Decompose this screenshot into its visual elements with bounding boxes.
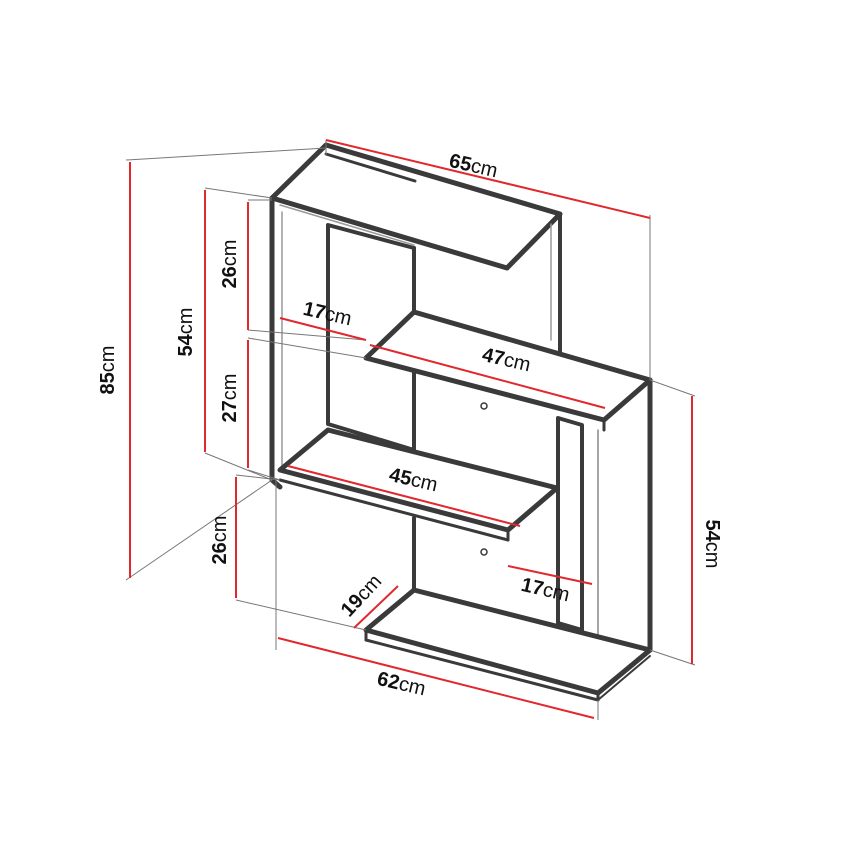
dim-line-17-upper [279, 317, 367, 341]
dim-line-65 [325, 139, 651, 219]
dim-label-54-right: 54cm [701, 520, 723, 569]
dim-line-17-lower [507, 565, 593, 585]
shelf-unit [269, 142, 653, 702]
dim-label-19: 19cm [337, 571, 386, 622]
dim-line-47 [369, 344, 606, 409]
dim-label-65: 65cm [447, 150, 500, 182]
mounting-hole-upper [480, 402, 488, 410]
middle-lower-shelf [277, 427, 560, 542]
dimension-lines [129, 139, 693, 719]
dim-label-62: 62cm [375, 668, 428, 700]
dim-label-26-upper: 26cm [219, 240, 241, 289]
dim-line-62 [277, 637, 595, 719]
dim-label-26-lower: 26cm [209, 516, 231, 565]
dim-line-45 [287, 465, 521, 527]
dim-label-54-left: 54cm [175, 308, 197, 357]
dim-label-85: 85cm [97, 346, 119, 395]
dim-line-19 [353, 585, 399, 629]
mounting-hole-lower [480, 548, 488, 556]
dim-label-27: 27cm [219, 374, 241, 423]
right-upper-panel [550, 212, 562, 377]
guide-lines [125, 140, 696, 720]
